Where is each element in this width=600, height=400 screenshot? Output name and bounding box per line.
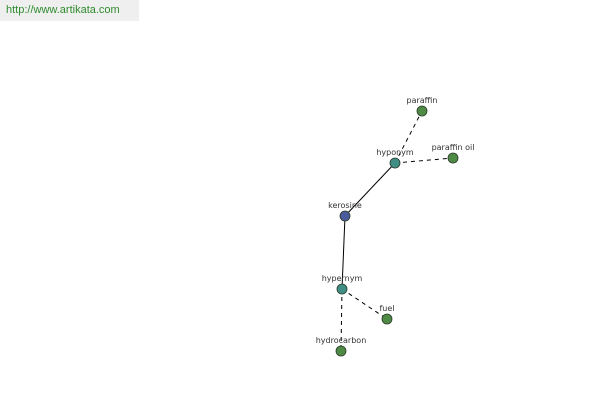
node-hydrocarbon[interactable] <box>335 345 347 357</box>
labels-layer: kerosine hyponym hypernym paraffin paraffin … <box>316 96 475 345</box>
edge-hyponym-to-paraffin-oil <box>394 157 454 164</box>
edge-hypernym-to-fuel <box>341 288 388 320</box>
nodes-layer <box>335 105 459 357</box>
node-label-hydrocarbon[interactable]: hydrocarbon <box>316 336 367 345</box>
edge-hypernym-to-hydrocarbon <box>340 288 343 352</box>
site-url-link[interactable]: http://www.artikata.com <box>0 0 139 21</box>
node-hypernym[interactable] <box>336 283 348 295</box>
node-fuel[interactable] <box>381 313 393 325</box>
node-label-kerosine[interactable]: kerosine <box>328 201 362 210</box>
node-label-fuel[interactable]: fuel <box>379 304 394 313</box>
node-label-paraffin-oil[interactable]: paraffin oil <box>432 143 475 152</box>
node-hyponym[interactable] <box>389 157 401 169</box>
node-label-hyponym[interactable]: hyponym <box>376 148 414 157</box>
edge-kerosine-to-hypernym <box>341 215 346 290</box>
node-kerosine[interactable] <box>339 210 351 222</box>
edge-kerosine-to-hyponym <box>344 162 396 217</box>
node-paraffin-oil[interactable] <box>447 152 459 164</box>
node-label-hypernym[interactable]: hypernym <box>322 274 363 283</box>
edges-layer <box>340 110 454 352</box>
node-label-paraffin[interactable]: paraffin <box>407 96 438 105</box>
node-paraffin[interactable] <box>416 105 428 117</box>
edge-hyponym-to-paraffin <box>394 110 423 164</box>
